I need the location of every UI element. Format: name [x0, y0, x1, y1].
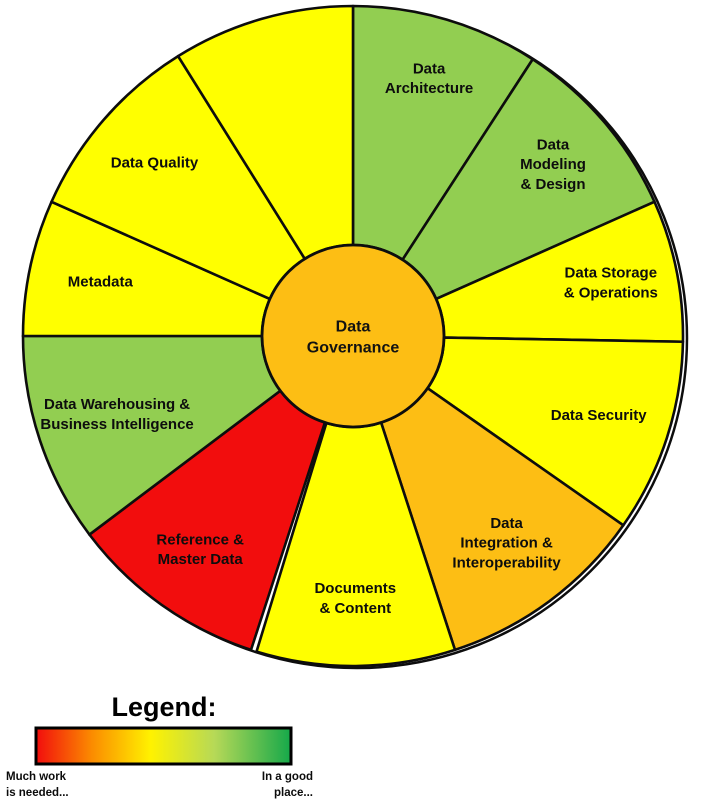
- legend-low-caption: Much work is needed...: [6, 771, 69, 799]
- segment-label-line: Data: [537, 136, 570, 153]
- segment-label-line: Architecture: [385, 80, 473, 97]
- legend-title: Legend:: [112, 692, 217, 722]
- legend-high-caption-line: place...: [274, 787, 313, 799]
- segment-label-line: Metadata: [68, 273, 134, 290]
- segment-label-data-quality: Data Quality: [111, 154, 199, 171]
- legend-low-caption-line: Much work: [6, 771, 67, 783]
- hub-circle[interactable]: [260, 243, 446, 429]
- segment-label-data-storage-and-operations: Data Storage & Operations: [564, 265, 658, 302]
- hub-label-line: Governance: [307, 340, 400, 357]
- segment-label-line: Data Security: [551, 407, 648, 424]
- segment-label-line: Business Intelligence: [40, 416, 193, 433]
- wheel-segments-group: [21, 4, 685, 668]
- segment-label-line: & Content: [319, 600, 391, 617]
- segment-label-line: Data Warehousing &: [44, 396, 190, 413]
- segment-label-reference-and-master-data: Reference & Master Data: [156, 531, 244, 568]
- segment-label-line: Reference &: [156, 531, 244, 548]
- segment-label-line: Data Storage: [565, 265, 658, 282]
- legend: Legend: Much work is needed... In a good p…: [6, 692, 313, 799]
- segment-label-line: Integration &: [460, 535, 553, 552]
- segment-label-line: Data: [413, 60, 446, 77]
- segment-label-line: Master Data: [158, 551, 244, 568]
- legend-gradient-bar: [34, 726, 293, 766]
- segment-label-line: Interoperability: [452, 554, 561, 571]
- legend-high-caption-line: In a good: [262, 771, 313, 783]
- segment-label-line: & Operations: [564, 284, 658, 301]
- legend-low-caption-line: is needed...: [6, 787, 69, 799]
- segment-label-line: Data: [490, 515, 523, 532]
- segment-label-data-security: Data Security: [551, 407, 648, 424]
- segment-label-line: & Design: [520, 176, 585, 193]
- segment-label-line: Documents: [314, 580, 396, 597]
- hub-label-line: Data: [336, 319, 371, 336]
- legend-high-caption: In a good place...: [262, 771, 313, 799]
- segment-label-documents-and-content: Documents & Content: [314, 580, 396, 617]
- segment-label-line: Data Quality: [111, 154, 199, 171]
- segment-label-metadata: Metadata: [68, 273, 134, 290]
- segment-label-line: Modeling: [520, 156, 586, 173]
- segment-label-data-warehousing-and-business-intelligence: Data Warehousing & Business Intelligence: [40, 396, 193, 433]
